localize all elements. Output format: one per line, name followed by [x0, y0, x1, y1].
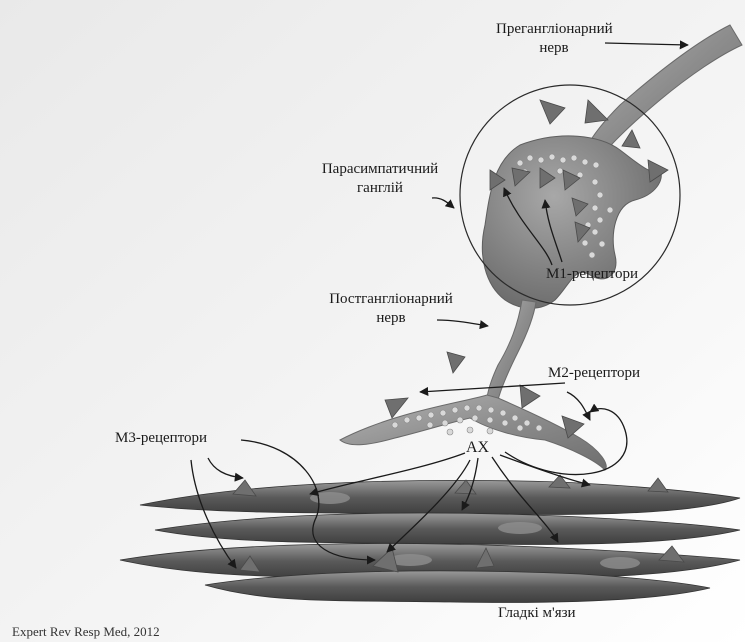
m1-receptors-label: М1-рецептори: [546, 265, 638, 284]
ganglion-label-line1: Парасимпатичний: [310, 160, 450, 179]
preganglionic-label-line1: Прегангліонарний: [496, 20, 612, 39]
postganglionic-label-line2: нерв: [316, 309, 466, 328]
preganglionic-label: Прегангліонарний нерв: [496, 20, 612, 58]
ganglion-label-line2: ганглій: [310, 179, 450, 198]
smooth-muscle-label: Гладкі м'язи: [498, 604, 576, 623]
ganglion-label: Парасимпатичний ганглій: [310, 160, 450, 198]
postganglionic-label: Постгангліонарний нерв: [316, 290, 466, 328]
m2-receptors-label: М2-рецептори: [548, 364, 640, 383]
m3-receptors-label: М3-рецептори: [115, 429, 207, 448]
preganglionic-label-line2: нерв: [496, 39, 612, 58]
source-citation: Expert Rev Resp Med, 2012: [12, 622, 160, 641]
postganglionic-label-line1: Постгангліонарний: [316, 290, 466, 309]
ach-label: АХ: [466, 438, 489, 457]
